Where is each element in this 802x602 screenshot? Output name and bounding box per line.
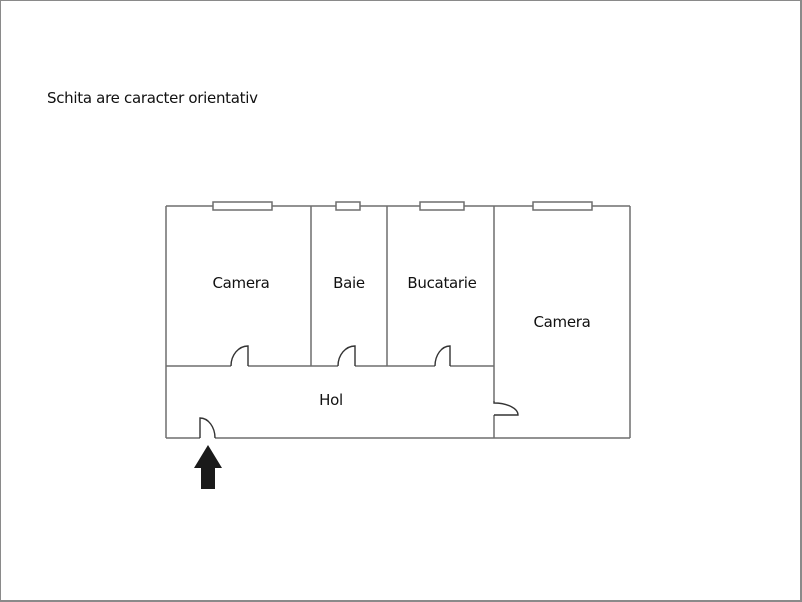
- window-bucatarie: [419, 201, 465, 211]
- entrance-arrow-icon: [194, 445, 222, 489]
- room-label-camera-2: Camera: [533, 313, 591, 331]
- room-label-bucatarie: Bucatarie: [407, 274, 477, 292]
- room-label-baie: Baie: [333, 274, 365, 292]
- room-label-hol: Hol: [319, 391, 343, 409]
- window-camera-1: [212, 201, 273, 211]
- door-camera-1: [230, 345, 249, 367]
- disclaimer-note: Schita are caracter orientativ: [47, 89, 258, 107]
- door-entrance: [199, 417, 216, 439]
- room-label-camera-1: Camera: [212, 274, 270, 292]
- door-baie: [337, 345, 356, 367]
- door-bucatarie: [434, 345, 451, 367]
- window-camera-2: [532, 201, 593, 211]
- window-baie: [335, 201, 361, 211]
- door-camera-2: [493, 401, 519, 416]
